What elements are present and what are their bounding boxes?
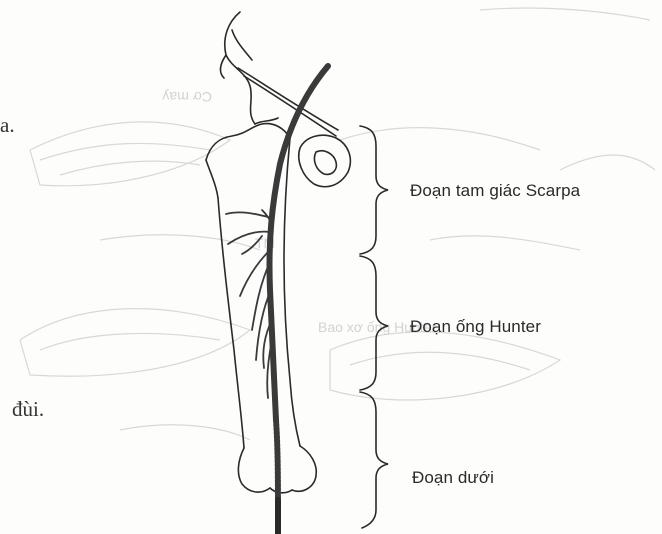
cropped-text-fragment: đùi. <box>12 397 44 422</box>
label-hunter-segment: Đoạn ống Hunter <box>410 317 541 337</box>
femur-outline <box>206 124 316 493</box>
bleed-through-text: Cơ may TM Bao xơ ống Hunter <box>162 89 436 335</box>
label-lower-segment: Đoạn dưới <box>412 468 494 488</box>
bleed-through-artwork <box>20 8 655 440</box>
pelvis-outline <box>220 12 350 187</box>
cropped-text-fragment: a. <box>0 113 15 138</box>
svg-text:Cơ may: Cơ may <box>162 89 212 105</box>
label-scarpa-segment: Đoạn tam giác Scarpa <box>410 181 580 201</box>
